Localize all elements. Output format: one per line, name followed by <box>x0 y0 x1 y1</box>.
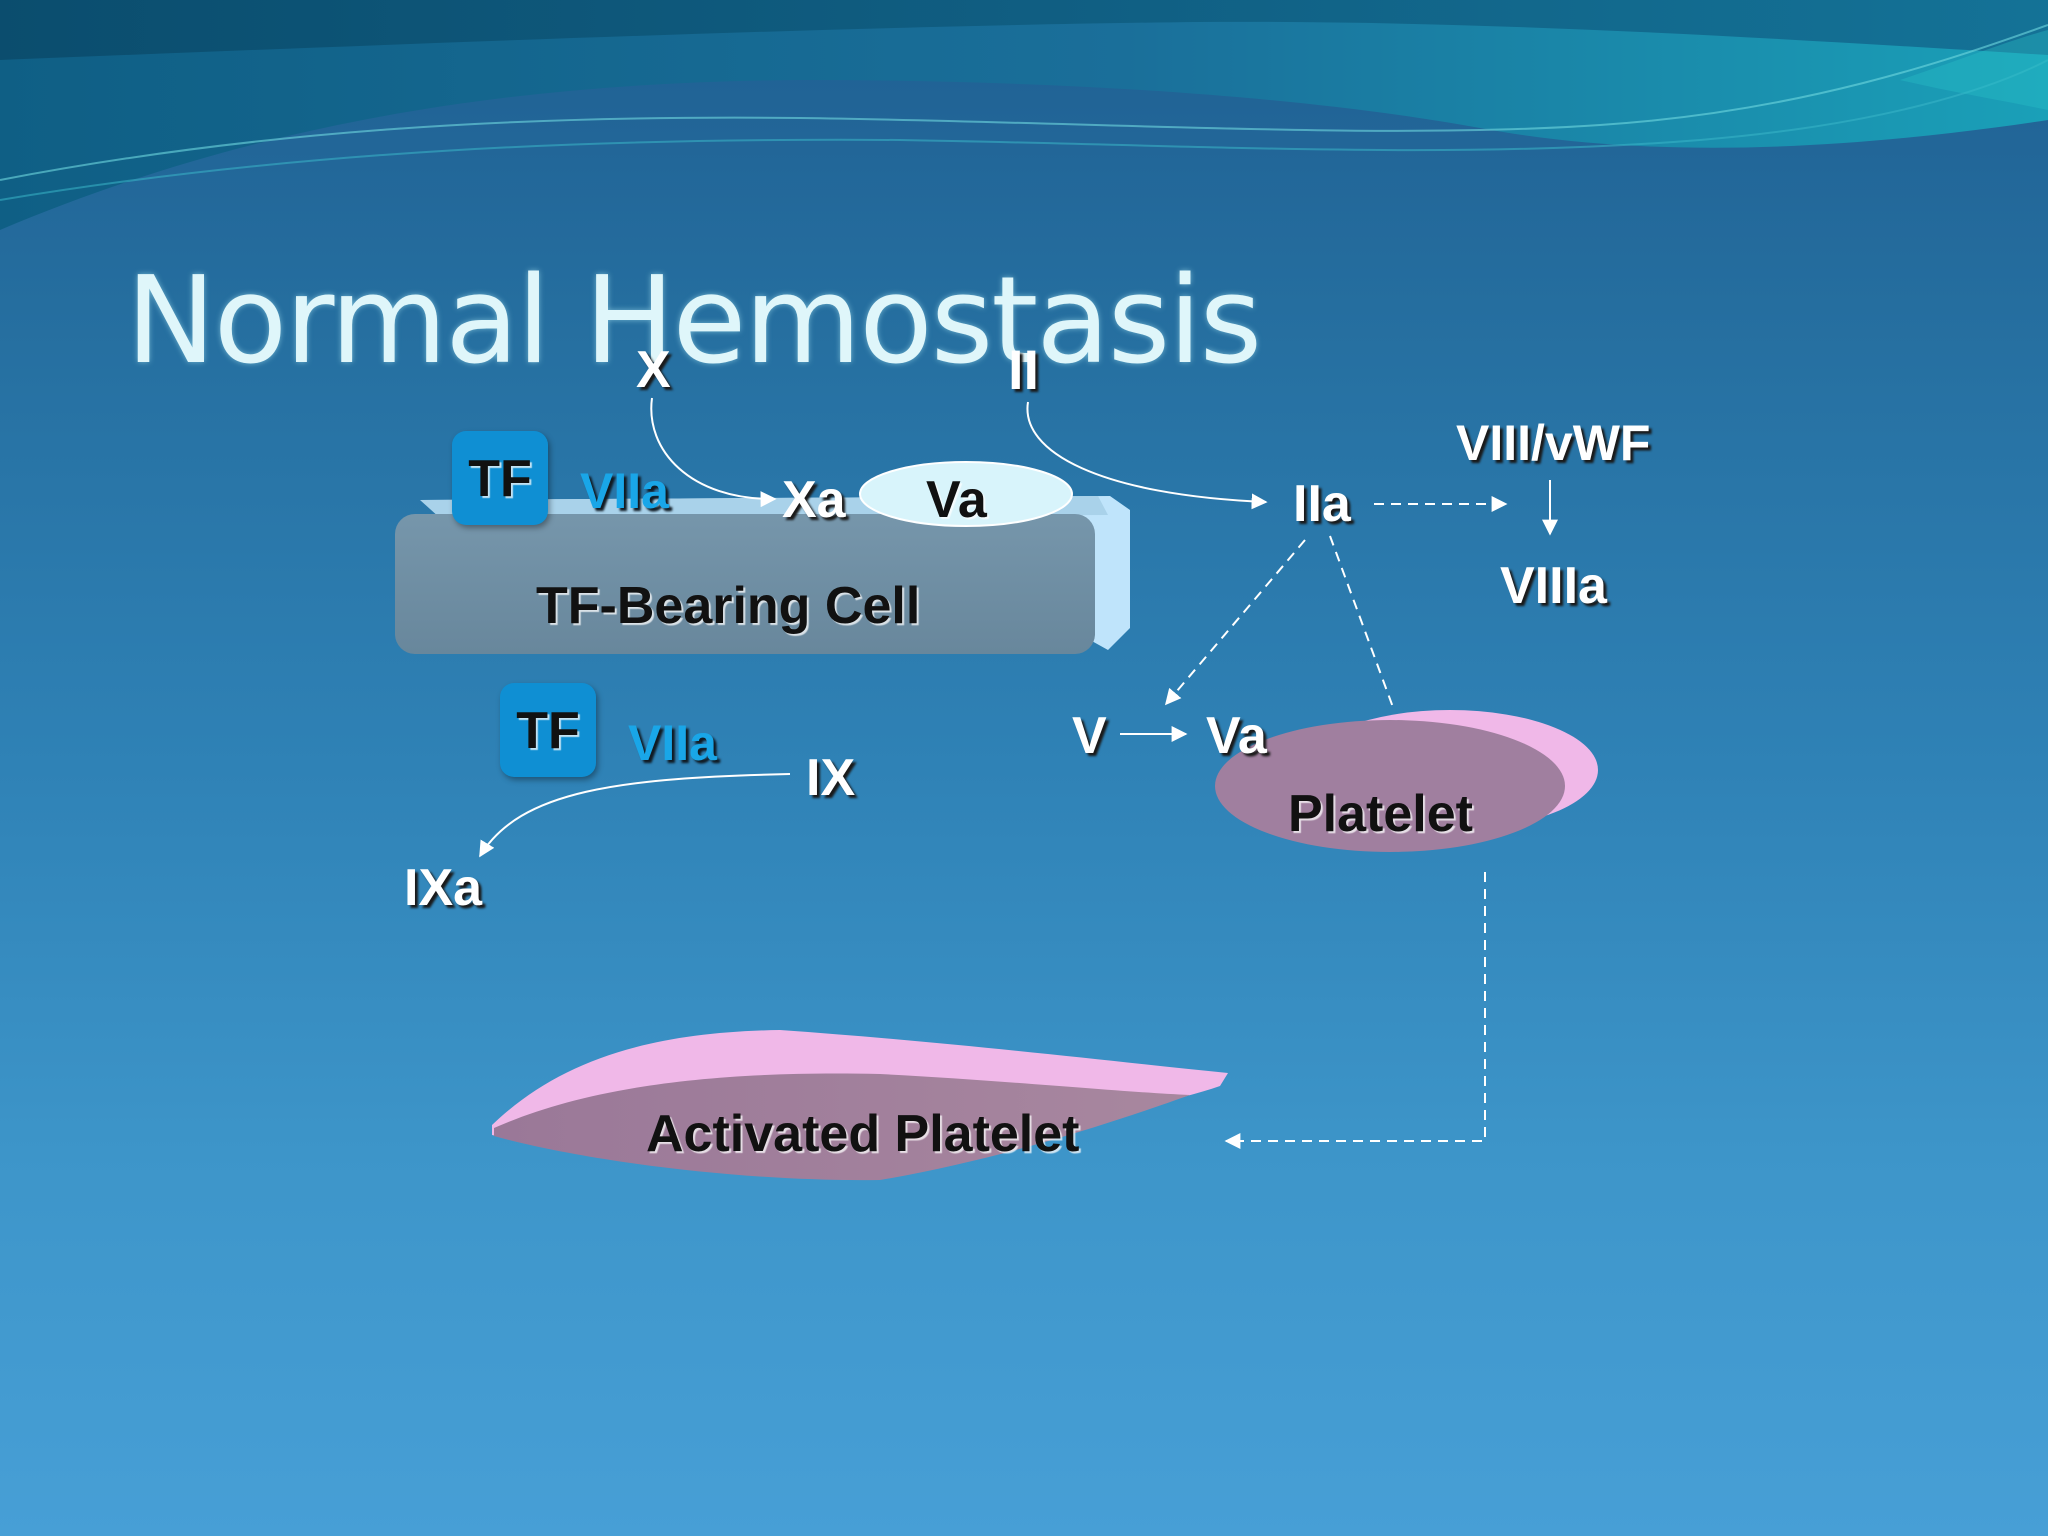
factor-ixa-label: IXa <box>404 859 483 917</box>
factor-v-label: V <box>1072 707 1107 765</box>
platelet-shape <box>1215 710 1598 852</box>
activated-platelet-label: Activated Platelet <box>646 1105 1080 1163</box>
activated-platelet-shape <box>492 1030 1228 1181</box>
tf-label-top: TF <box>468 450 532 508</box>
viia-label-top: VIIa <box>580 463 669 519</box>
arrow-x-to-xa <box>650 397 777 508</box>
arrow-platelet-to-activated <box>1224 872 1486 1149</box>
link-iia-to-platelet <box>1329 535 1395 711</box>
factor-viiia-label: VIIIa <box>1500 557 1607 615</box>
tf-box-top: TF <box>452 431 548 525</box>
factor-xa-label: Xa <box>782 471 846 529</box>
va-oval-shape <box>859 461 1073 527</box>
tf-box-bottom: TF <box>500 683 596 777</box>
factor-ix-label: IX <box>806 749 856 807</box>
factor-ii-label: II <box>1008 338 1040 401</box>
tf-label-bottom: TF <box>516 702 580 760</box>
va-oval-label: Va <box>926 471 987 529</box>
viia-label-bottom: VIIa <box>628 715 717 771</box>
slide-title: Normal Hemostasis <box>126 252 1262 391</box>
va-platelet-label: Va <box>1206 707 1267 765</box>
tf-bearing-cell-label: TF-Bearing Cell <box>536 577 921 635</box>
viii-vwf-label: VIII/vWF <box>1456 415 1651 471</box>
platelet-label: Platelet <box>1288 785 1473 843</box>
factor-iia-label: IIa <box>1293 475 1351 533</box>
arrow-ix-to-ixa <box>479 773 791 858</box>
arrow-ii-to-iia <box>1026 401 1268 510</box>
arrow-iia-to-v <box>1164 539 1306 706</box>
factor-x-label: X <box>636 341 671 399</box>
